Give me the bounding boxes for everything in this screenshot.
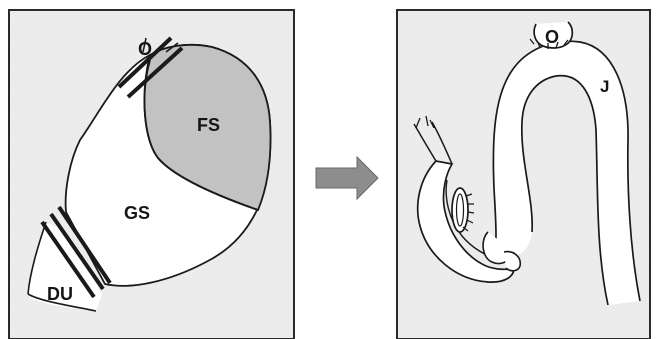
left-panel: O FS GS DU [9,10,294,339]
transition-arrow [316,157,378,199]
label-gs: GS [124,203,150,223]
label-j: J [600,77,609,96]
label-o-left: O [138,39,152,59]
right-panel: O J [397,10,650,339]
label-o-right: O [545,27,559,47]
label-fs: FS [197,115,220,135]
arrow-shape [316,157,378,199]
label-du: DU [47,284,73,304]
